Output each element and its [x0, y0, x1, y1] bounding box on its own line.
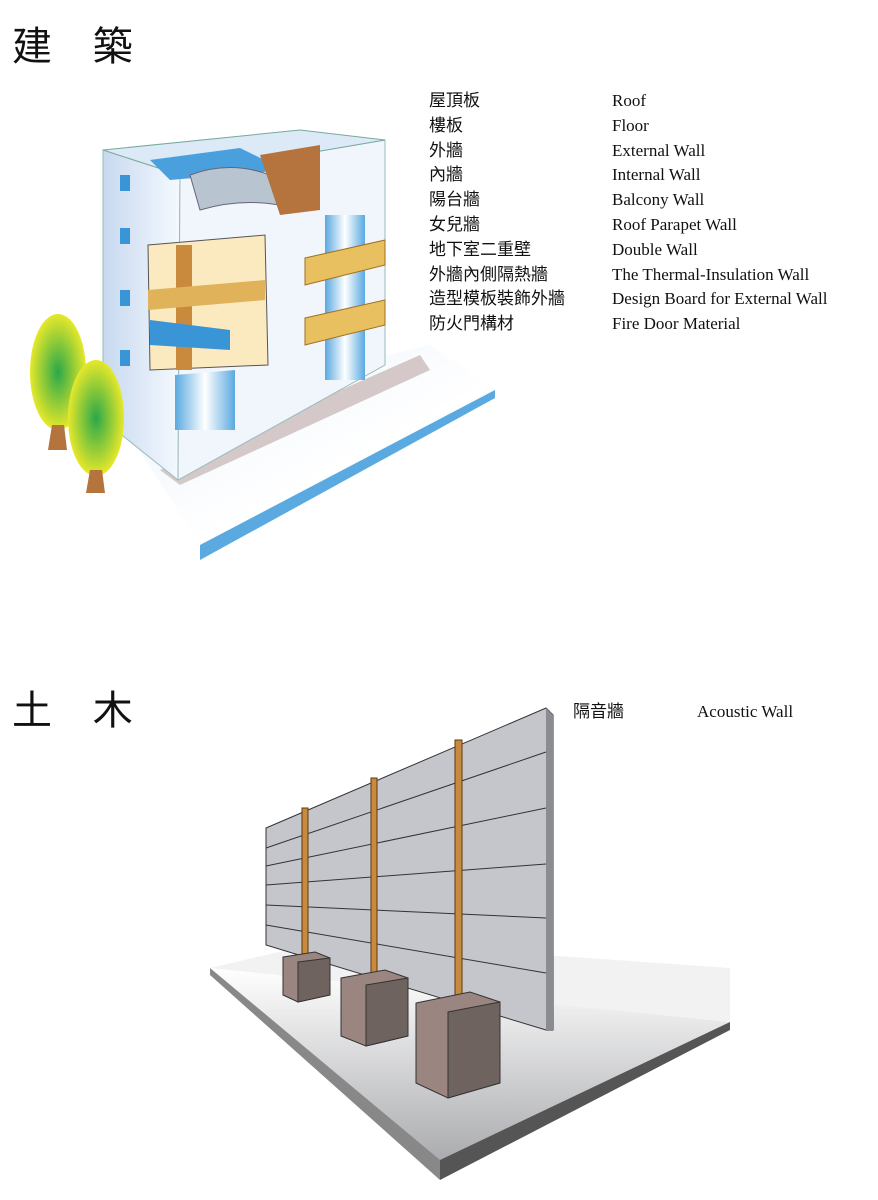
legend-zh: 外牆 — [429, 140, 463, 161]
legend-item: 地下室二重壁 Double Wall — [429, 238, 827, 263]
legend-zh: 隔音牆 — [573, 702, 624, 722]
ground-floor-window — [175, 370, 235, 430]
foundation-piers — [282, 951, 501, 1099]
balcony-wall — [304, 299, 386, 346]
ground-plate-edge — [200, 390, 495, 560]
legend-zh: 樓板 — [429, 115, 463, 136]
legend-item: 樓板 Floor — [429, 114, 827, 139]
civil-legend: 隔音牆 Acoustic Wall — [573, 700, 793, 725]
legend-item: 女兒牆 Roof Parapet Wall — [429, 213, 827, 238]
legend-en: Acoustic Wall — [697, 702, 794, 721]
legend-item: 隔音牆 Acoustic Wall — [573, 700, 793, 725]
window — [120, 175, 130, 191]
legend-en: Double Wall — [612, 239, 698, 259]
legend-zh: 屋頂板 — [429, 91, 480, 111]
floor-slab — [148, 280, 265, 310]
legend-en: Roof — [612, 91, 646, 110]
wall-post — [370, 777, 378, 977]
section-title-architecture: 建 築 — [12, 24, 147, 70]
window — [120, 290, 130, 306]
balcony-wall — [304, 239, 386, 286]
wall-post — [454, 739, 463, 1003]
architecture-legend: 屋頂板 Roof 樓板 Floor 外牆 External Wall 內牆 Intern… — [429, 89, 827, 337]
acoustic-wall-edge — [546, 708, 553, 1030]
legend-en: The Thermal-Insulation Wall — [612, 264, 810, 284]
panel-joints — [265, 751, 547, 974]
legend-item: 陽台牆 Balcony Wall — [429, 188, 827, 213]
legend-zh: 防火門構材 — [429, 314, 514, 335]
legend-item: 外牆 External Wall — [429, 139, 827, 164]
acoustic-wall-illustration — [210, 707, 730, 1180]
legend-zh: 外牆內側隔熱牆 — [429, 264, 548, 285]
balcony-window — [325, 215, 365, 380]
legend-zh: 女兒牆 — [429, 214, 480, 235]
legend-en: Internal Wall — [612, 165, 701, 185]
legend-zh: 地下室二重壁 — [429, 239, 531, 260]
legend-en: Roof Parapet Wall — [612, 214, 737, 234]
legend-zh: 陽台牆 — [429, 190, 480, 211]
section-title-civil: 土 木 — [12, 688, 147, 734]
legend-en: External Wall — [612, 140, 706, 160]
roof-layer — [260, 145, 320, 215]
legend-item: 屋頂板 Roof — [429, 89, 827, 114]
legend-zh: 造型模板裝飾外牆 — [429, 289, 565, 310]
ground-plate — [120, 345, 495, 545]
legend-item: 內牆 Internal Wall — [429, 163, 827, 188]
wall-post — [301, 807, 309, 957]
legend-zh: 內牆 — [429, 165, 463, 186]
floor-insulation — [150, 320, 230, 350]
ground-plane-edge — [210, 968, 440, 1180]
legend-en: Fire Door Material — [612, 314, 741, 334]
legend-item: 防火門構材 Fire Door Material — [429, 312, 827, 337]
tree-icon — [30, 314, 124, 493]
internal-column — [176, 245, 192, 370]
ground-plane-edge — [440, 1022, 730, 1180]
legend-en: Floor — [612, 115, 649, 135]
legend-item: 造型模板裝飾外牆 Design Board for External Wall — [429, 287, 827, 312]
legend-item: 外牆內側隔熱牆 The Thermal-Insulation Wall — [429, 263, 827, 288]
window — [120, 350, 130, 366]
window — [120, 228, 130, 244]
legend-en: Design Board for External Wall — [612, 289, 828, 309]
legend-en: Balcony Wall — [612, 190, 705, 210]
